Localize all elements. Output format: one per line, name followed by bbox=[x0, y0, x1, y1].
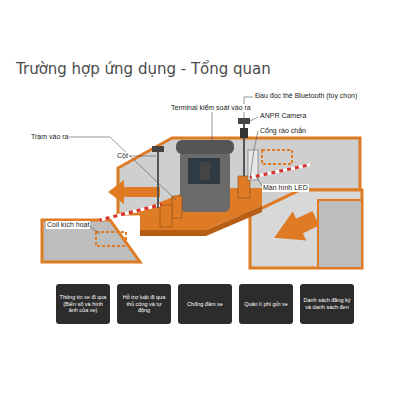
callout-label: Terminal kiểm soát vào ra bbox=[170, 104, 252, 112]
bay-left bbox=[42, 220, 140, 262]
terminal bbox=[172, 196, 182, 218]
arrow-left bbox=[108, 180, 160, 204]
box-text: Hỗ trợ luật đi qua thủ công và tự động bbox=[120, 294, 168, 315]
booth bbox=[180, 150, 230, 212]
callout-label: Màn hình LED bbox=[262, 184, 309, 192]
box-text: Quản lí phí gửi xe bbox=[244, 301, 288, 308]
feature-box: Thông tin xe đi qua (Biển số và hình ảnh… bbox=[56, 284, 110, 324]
barrier-cabinet bbox=[160, 205, 172, 227]
card-reader bbox=[240, 128, 248, 138]
barrier-arm bbox=[250, 163, 311, 179]
leader-lines bbox=[62, 97, 262, 234]
box-text: Thông tin xe đi qua (Biển số và hình ảnh… bbox=[59, 294, 107, 315]
barrier-arm bbox=[99, 203, 162, 221]
coil bbox=[262, 150, 292, 164]
bay-right bbox=[318, 200, 362, 268]
feature-box: Chống đâm xe bbox=[178, 284, 232, 324]
callout-label: Coil kích hoạt bbox=[46, 221, 90, 229]
callout-label: Cột bbox=[116, 152, 129, 160]
callout-label: Trạm vào ra bbox=[30, 133, 69, 141]
callout-label: Cổng rào chắn bbox=[259, 127, 307, 135]
box-text: Danh sách đăng ký và danh sách đen bbox=[303, 297, 351, 311]
lane-lower bbox=[250, 190, 362, 268]
title: Trường hợp ứng dụng - Tổng quan bbox=[16, 60, 271, 78]
feature-box: Hỗ trợ luật đi qua thủ công và tự động bbox=[117, 284, 171, 324]
feature-box: Danh sách đăng ký và danh sách đen bbox=[300, 284, 354, 324]
booth-roof bbox=[176, 140, 234, 154]
booth-window bbox=[188, 158, 220, 184]
coil bbox=[96, 232, 126, 246]
arrow-right bbox=[267, 204, 322, 252]
booth-person bbox=[200, 162, 210, 180]
pole bbox=[157, 150, 159, 208]
callout-label: Đầu đọc thẻ Bluetooth (tùy chọn) bbox=[254, 92, 358, 100]
callout-label: ANPR Camera bbox=[259, 112, 307, 120]
camera bbox=[152, 146, 164, 152]
feature-box: Quản lí phí gửi xe bbox=[239, 284, 293, 324]
box-text: Chống đâm xe bbox=[187, 301, 223, 308]
